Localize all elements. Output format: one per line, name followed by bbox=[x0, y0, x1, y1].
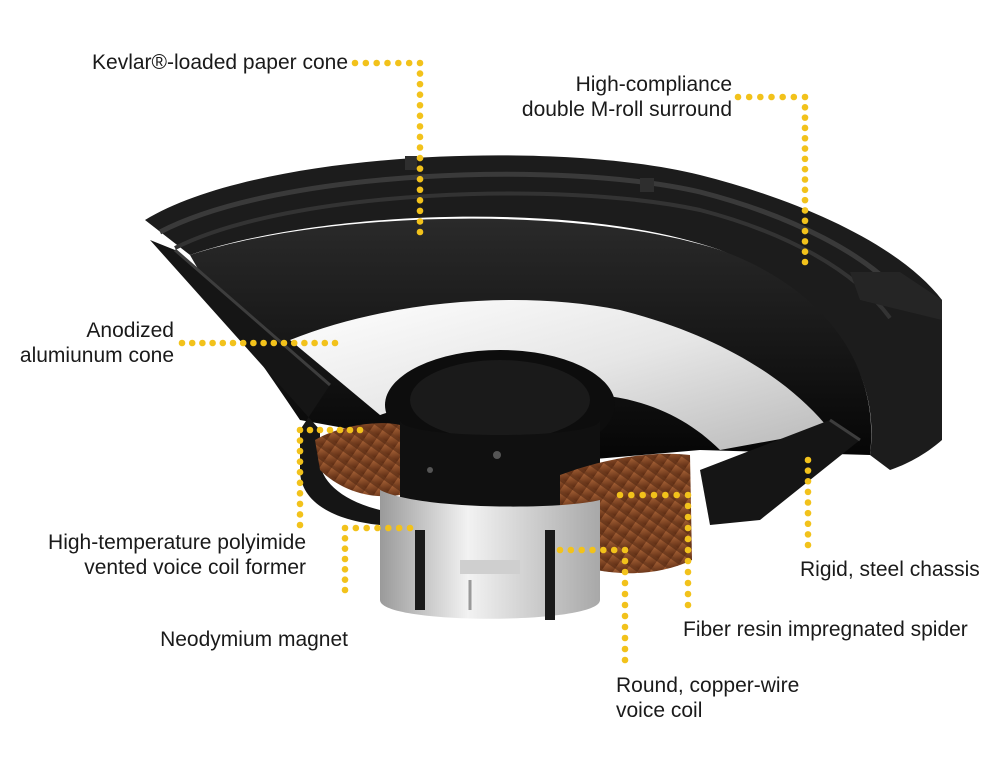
leader-spider bbox=[616, 491, 692, 609]
coil-former bbox=[400, 420, 600, 512]
leader-paper-cone bbox=[351, 59, 424, 236]
callout-voice-coil: Round, copper-wire voice coil bbox=[616, 673, 799, 723]
callout-alu-cone-line2: alumiunum cone bbox=[19, 344, 174, 367]
callout-surround-line2: double M-roll surround bbox=[521, 98, 732, 121]
callout-surround-line1: High-compliance bbox=[575, 73, 732, 96]
spider-left bbox=[315, 423, 400, 497]
callout-alu-cone: Anodized alumiunum cone bbox=[20, 318, 174, 368]
callout-chassis-line1: Rigid, steel chassis bbox=[800, 558, 980, 581]
leader-magnet bbox=[296, 426, 364, 529]
callout-coil-former-line1: High-temperature polyimide bbox=[48, 531, 306, 554]
surround-rim bbox=[145, 155, 942, 470]
callout-paper-cone: Kevlar®-loaded paper cone bbox=[92, 50, 348, 75]
callout-spider: Fiber resin impregnated spider bbox=[683, 617, 968, 642]
callout-alu-cone-line1: Anodized bbox=[86, 319, 174, 342]
callout-magnet-line1: Neodymium magnet bbox=[160, 628, 348, 651]
callout-surround: High-compliance double M-roll surround bbox=[522, 72, 732, 122]
leader-chassis bbox=[804, 456, 812, 549]
leader-voice-coil bbox=[556, 546, 629, 664]
leader-coil-former bbox=[341, 524, 414, 594]
chassis-right bbox=[700, 420, 860, 525]
callout-paper-cone-line1: Kevlar®-loaded paper cone bbox=[92, 51, 348, 74]
surround-roll-2 bbox=[174, 191, 892, 320]
callout-voice-coil-line1: Round, copper-wire bbox=[616, 674, 800, 697]
callout-coil-former: High-temperature polyimide vented voice … bbox=[48, 530, 306, 580]
callout-coil-former-line2: vented voice coil former bbox=[84, 556, 306, 579]
leader-alu-cone bbox=[178, 339, 339, 347]
callout-chassis: Rigid, steel chassis bbox=[800, 557, 980, 582]
callout-spider-line1: Fiber resin impregnated spider bbox=[683, 618, 968, 641]
callout-voice-coil-line2: voice coil bbox=[616, 699, 703, 722]
leader-surround bbox=[734, 93, 809, 266]
callout-magnet: Neodymium magnet bbox=[160, 627, 348, 652]
